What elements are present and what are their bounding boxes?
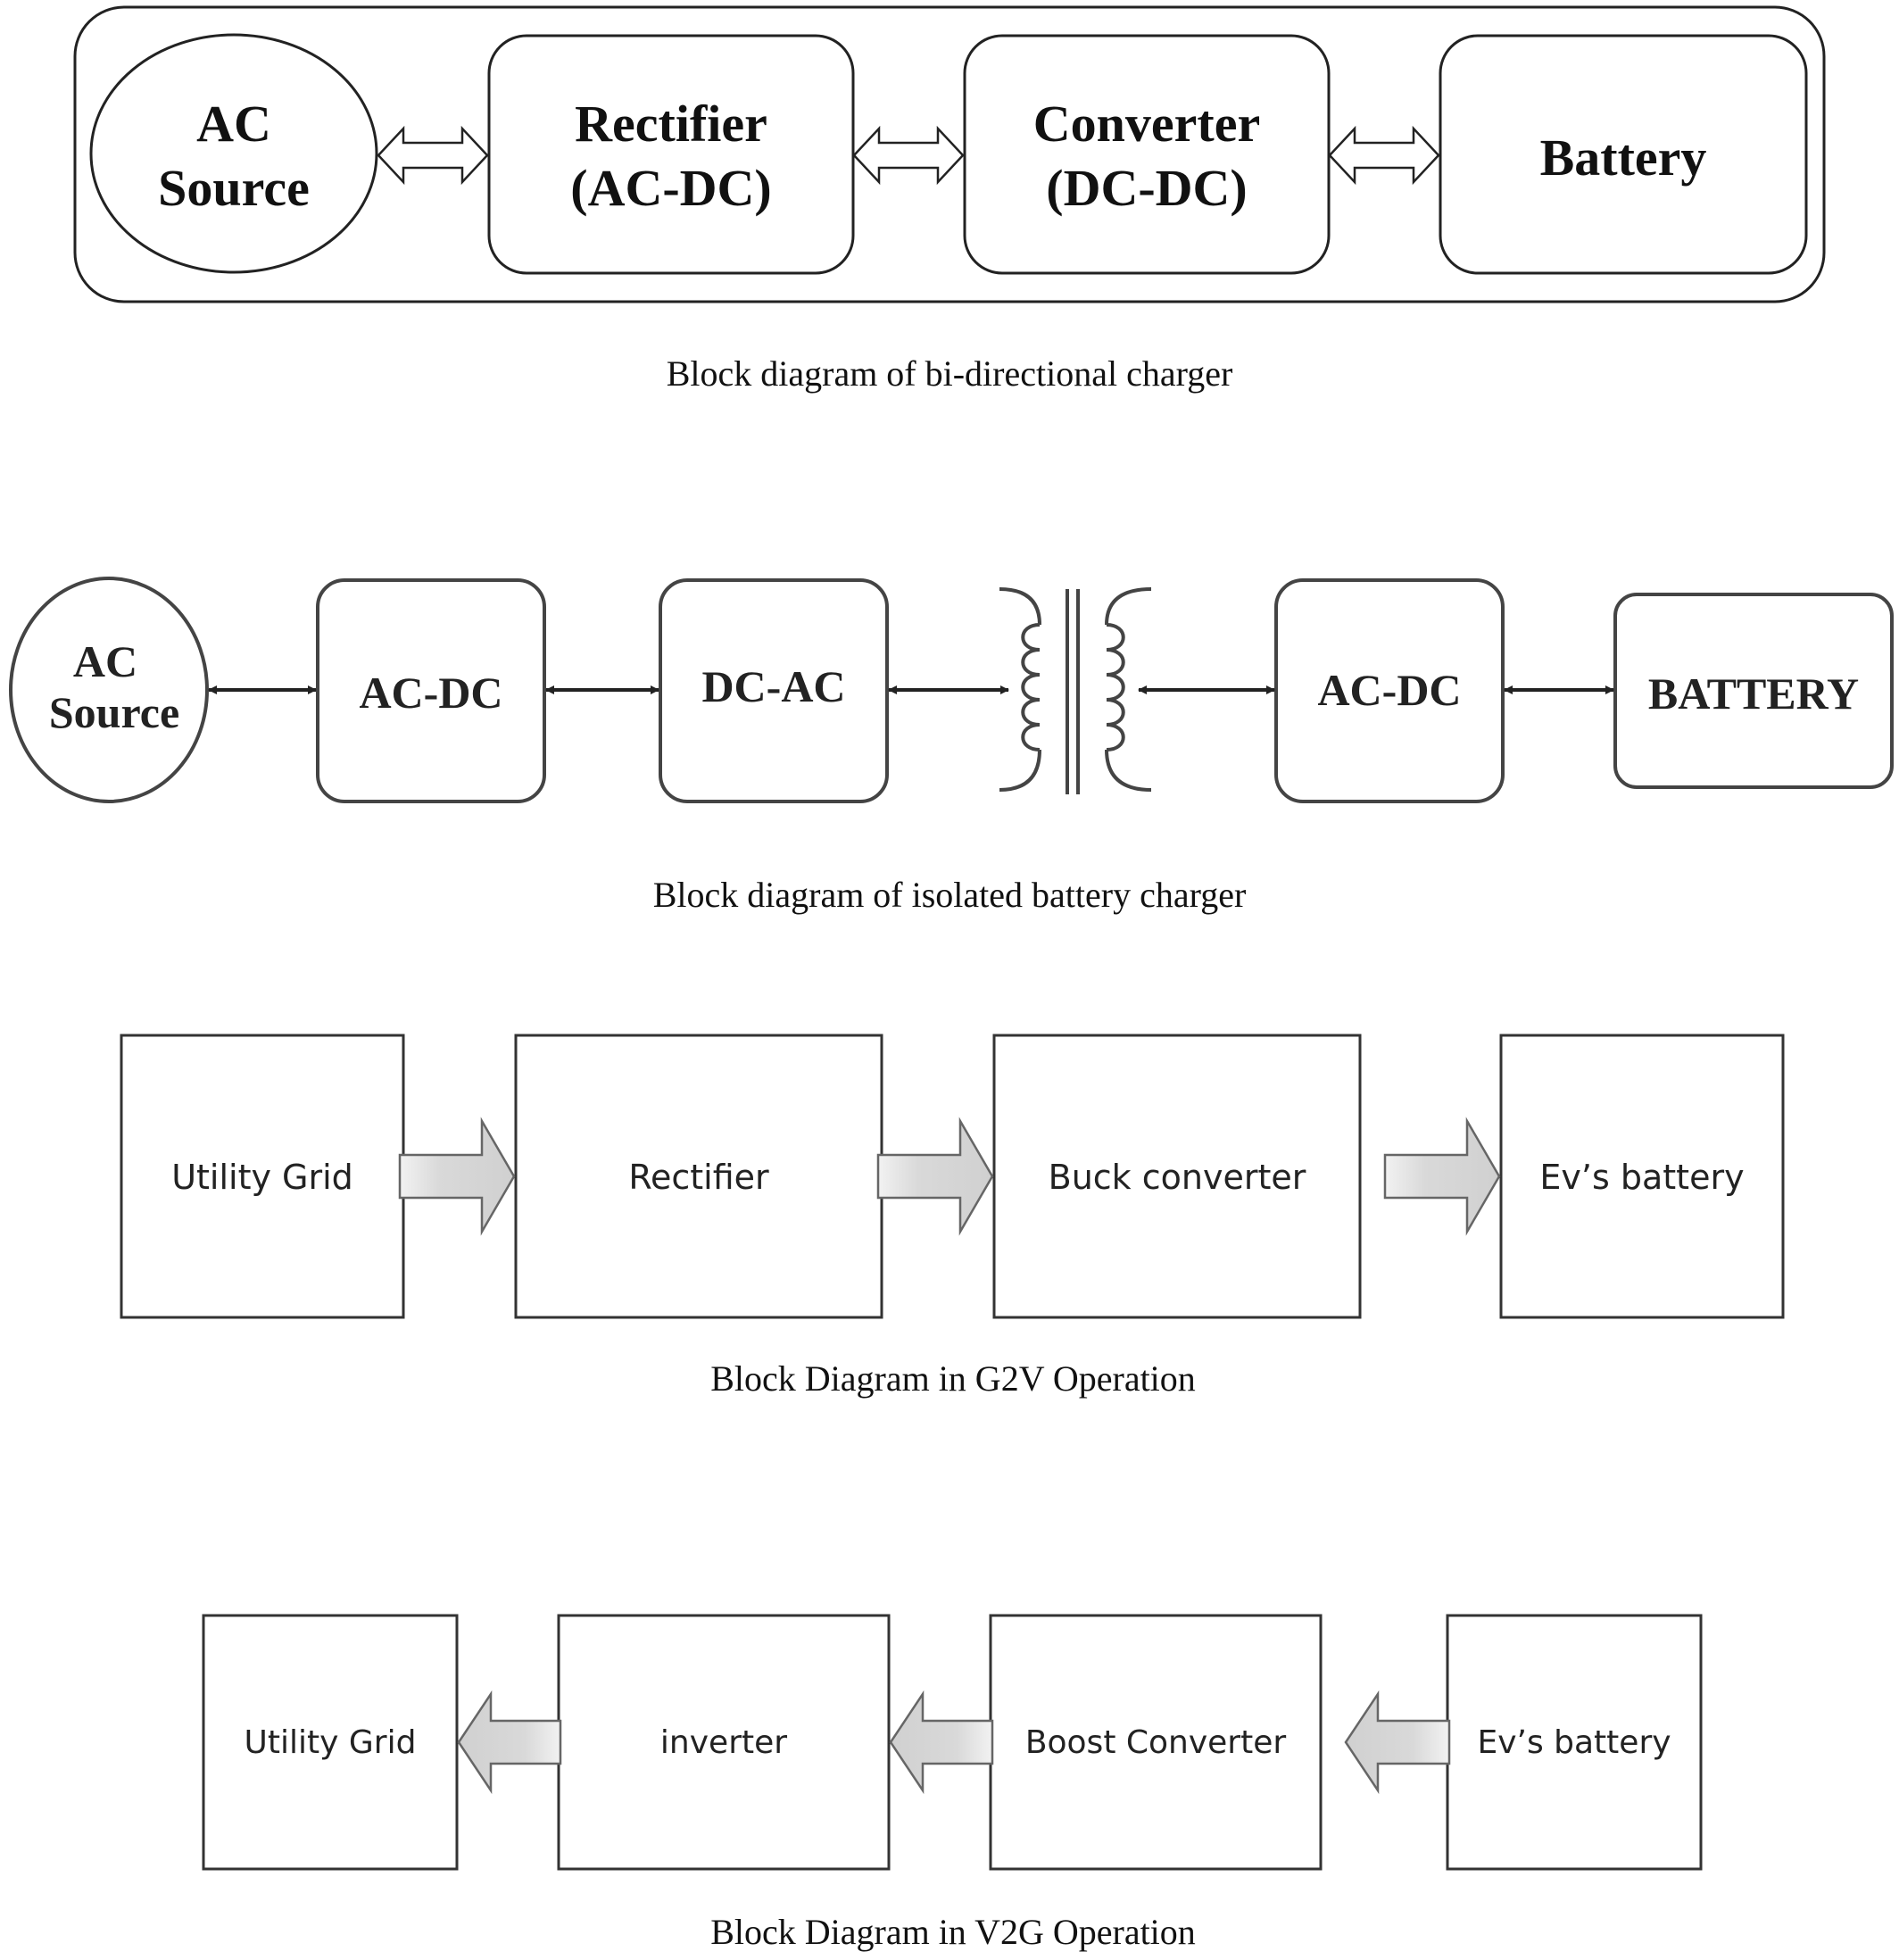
- double-arrow-rectifier-converter: [852, 125, 965, 186]
- isolation-transformer-icon: [999, 587, 1152, 794]
- utility-grid-block: [120, 1034, 405, 1319]
- ev-battery-block-v2g: [1446, 1614, 1703, 1871]
- inverter-block: [557, 1614, 891, 1871]
- utility-grid-label: Utility Grid: [171, 1158, 353, 1197]
- inverter-label: inverter: [660, 1724, 787, 1761]
- block-arrow-rectifier-buck: [876, 1117, 994, 1236]
- double-arrow-source-rectifier: [377, 125, 489, 186]
- rectifier-label-line1: Rectifier: [575, 95, 767, 153]
- caption-bidirectional-charger: Block diagram of bi-directional charger: [667, 353, 1233, 394]
- battery-block: [1439, 34, 1808, 275]
- ac-dc-2-label: AC-DC: [1317, 665, 1461, 715]
- ac-source-block-2: [9, 577, 209, 803]
- block-arrow-boost-inverter: [889, 1690, 994, 1795]
- caption-g2v: Block Diagram in G2V Operation: [710, 1358, 1196, 1399]
- ac-dc-1-label: AC-DC: [359, 668, 502, 718]
- caption-isolated-charger: Block diagram of isolated battery charge…: [653, 875, 1247, 915]
- rectifier-label-line2: (AC-DC): [570, 159, 772, 217]
- ac-source-label-line2: Source: [158, 159, 310, 217]
- ac-source-block: [89, 33, 378, 274]
- converter-label-line2: (DC-DC): [1046, 159, 1248, 217]
- caption-v2g: Block Diagram in V2G Operation: [710, 1912, 1196, 1952]
- battery-2-label: BATTERY: [1648, 669, 1859, 718]
- ev-battery-block-g2v: [1499, 1034, 1785, 1319]
- rectifier-block: [487, 34, 855, 275]
- block-arrow-buck-battery: [1383, 1117, 1501, 1236]
- block-arrow-inverter-grid: [457, 1690, 562, 1795]
- double-arrow-converter-battery: [1328, 125, 1440, 186]
- bidirectional-charger-diagram: AC Source Rectifier (AC-DC) Converter (D…: [73, 5, 1826, 394]
- utility-grid-block-v2g: [202, 1614, 459, 1871]
- block-arrow-battery-boost: [1344, 1690, 1451, 1795]
- ac-source-2-label-line2: Source: [49, 687, 179, 737]
- converter-label-line1: Converter: [1033, 95, 1260, 153]
- ac-dc-block-1: [316, 578, 546, 803]
- boost-converter-block: [989, 1614, 1323, 1871]
- rectifier-g2v-label: Rectifier: [628, 1158, 769, 1197]
- dc-ac-label: DC-AC: [701, 661, 845, 711]
- battery-block-2: [1613, 593, 1894, 789]
- v2g-operation-diagram: Utility Grid inverter Boost Converter Ev…: [202, 1614, 1703, 1952]
- ac-source-label-line1: AC: [196, 95, 271, 153]
- dc-ac-block: [659, 578, 889, 803]
- ev-battery-v2g-label: Ev’s battery: [1477, 1724, 1671, 1761]
- outer-frame: [73, 5, 1826, 303]
- block-arrow-grid-rectifier: [398, 1117, 516, 1236]
- ac-source-2-label-line1: AC: [73, 636, 137, 686]
- utility-grid-v2g-label: Utility Grid: [245, 1724, 417, 1761]
- battery-label: Battery: [1540, 129, 1707, 187]
- isolated-charger-diagram: AC Source AC-DC DC-AC AC-DC BATTERY: [9, 577, 1894, 915]
- g2v-operation-diagram: Utility Grid Rectifier Buck converter Ev…: [120, 1034, 1785, 1399]
- buck-converter-block: [992, 1034, 1362, 1319]
- ev-battery-g2v-label: Ev’s battery: [1539, 1158, 1744, 1197]
- buck-converter-label: Buck converter: [1049, 1158, 1306, 1197]
- boost-converter-label: Boost Converter: [1025, 1724, 1287, 1761]
- rectifier-block-g2v: [514, 1034, 883, 1319]
- ac-dc-block-2: [1274, 578, 1505, 803]
- dc-dc-converter-block: [963, 34, 1331, 275]
